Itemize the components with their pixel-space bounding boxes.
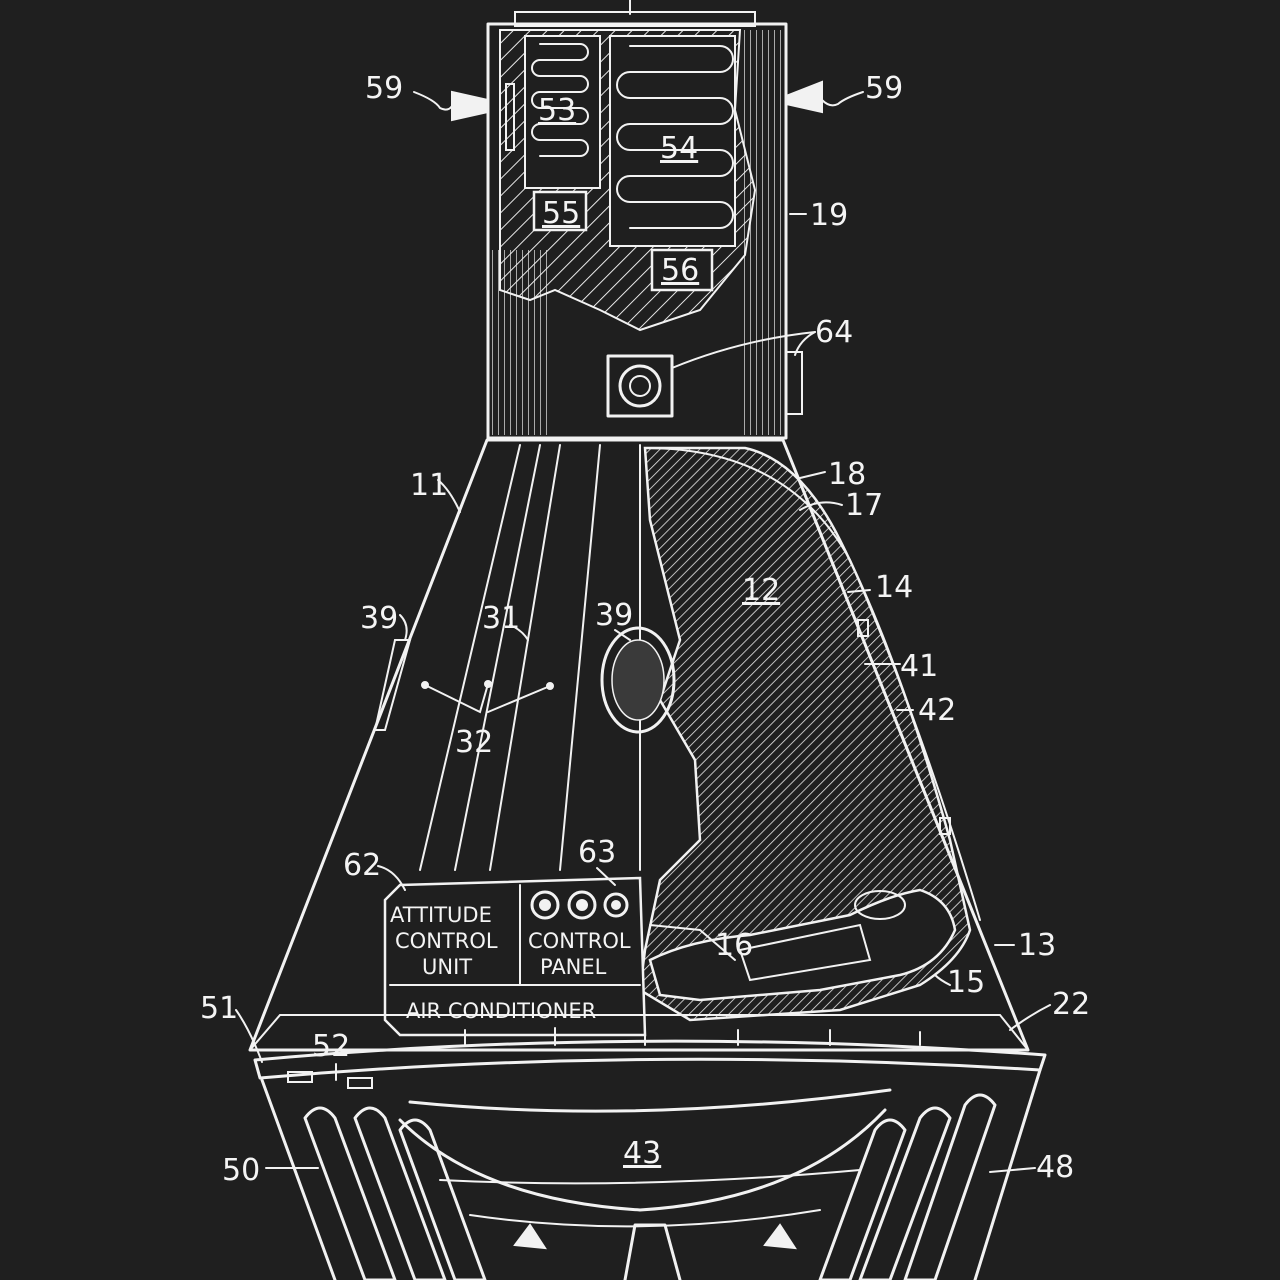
numeral-62: 62 bbox=[343, 848, 381, 883]
box-56 bbox=[650, 248, 714, 292]
numeral-63: 63 bbox=[578, 835, 616, 870]
numeral-32: 32 bbox=[455, 725, 493, 760]
numeral-55: 55 bbox=[542, 196, 580, 231]
numeral-31: 31 bbox=[482, 601, 520, 636]
equipment-area bbox=[383, 876, 647, 1037]
numeral-59-left: 59 bbox=[365, 71, 403, 106]
pack-54 bbox=[609, 35, 736, 247]
box-labels: ATTITUDE CONTROL UNIT CONTROL PANEL AIR … bbox=[390, 903, 631, 1023]
numeral-22: 22 bbox=[1052, 987, 1090, 1022]
numeral-15: 15 bbox=[947, 965, 985, 1000]
astronaut-couch bbox=[648, 888, 957, 1002]
numeral-14: 14 bbox=[875, 570, 913, 605]
numeral-12: 12 bbox=[742, 573, 780, 608]
numeral-59-right: 59 bbox=[865, 71, 903, 106]
numeral-42: 42 bbox=[918, 693, 956, 728]
heat-shield-ring bbox=[249, 1014, 1047, 1089]
lug-left bbox=[451, 90, 489, 122]
pack-53 bbox=[524, 35, 601, 189]
slot bbox=[505, 83, 515, 151]
leader-lines bbox=[235, 91, 1051, 1173]
numeral-48: 48 bbox=[1036, 1150, 1074, 1185]
control-panel-label-2: PANEL bbox=[540, 955, 607, 979]
numeral-64: 64 bbox=[815, 315, 853, 350]
lug-right bbox=[785, 80, 823, 114]
attitude-control-label-3: UNIT bbox=[422, 955, 472, 979]
numeral-41: 41 bbox=[900, 649, 938, 684]
numeral-17: 17 bbox=[845, 488, 883, 523]
window-39 bbox=[600, 626, 676, 734]
numeral-16: 16 bbox=[715, 928, 753, 963]
component-64 bbox=[606, 354, 674, 418]
numeral-18: 18 bbox=[828, 457, 866, 492]
conical-body bbox=[248, 438, 1030, 1052]
numeral-19: 19 bbox=[810, 198, 848, 233]
numeral-53: 53 bbox=[538, 93, 576, 128]
air-conditioner-label: AIR CONDITIONER bbox=[406, 999, 596, 1023]
top-cylinder bbox=[451, 0, 823, 440]
numeral-54: 54 bbox=[660, 131, 698, 166]
numeral-13: 13 bbox=[1018, 928, 1056, 963]
control-panel-label-1: CONTROL bbox=[528, 929, 631, 953]
box-55 bbox=[532, 190, 588, 232]
numeral-39-left: 39 bbox=[360, 601, 398, 636]
numeral-50: 50 bbox=[222, 1153, 260, 1188]
numeral-43: 43 bbox=[623, 1136, 661, 1171]
numeral-56: 56 bbox=[661, 253, 699, 288]
numeral-52: 52 bbox=[312, 1029, 350, 1064]
numeral-11: 11 bbox=[410, 468, 448, 503]
attitude-control-label-1: ATTITUDE bbox=[390, 903, 492, 927]
numeral-51: 51 bbox=[200, 991, 238, 1026]
attitude-control-label-2: CONTROL bbox=[395, 929, 498, 953]
adapter-section bbox=[260, 1068, 1042, 1280]
reference-numerals: 59 59 53 54 55 56 19 64 11 18 17 12 14 3… bbox=[200, 71, 1090, 1188]
numeral-39-window: 39 bbox=[595, 598, 633, 633]
